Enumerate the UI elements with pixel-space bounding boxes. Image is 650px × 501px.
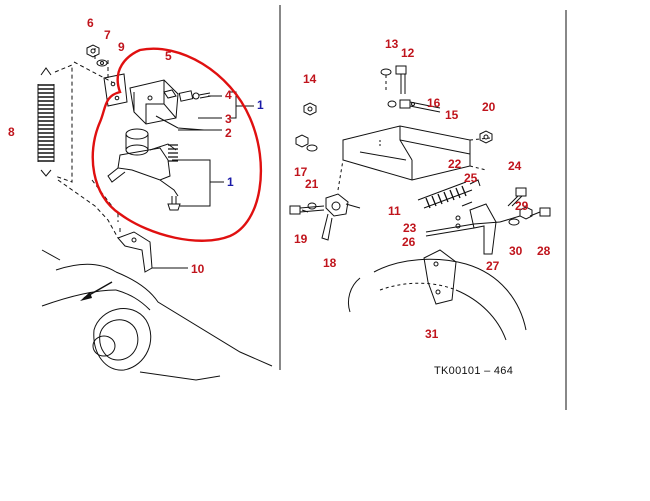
callout-27: 27 <box>486 259 500 273</box>
bracket-5 <box>129 79 212 125</box>
bracket-10 <box>117 231 188 273</box>
callout-14: 14 <box>303 72 317 86</box>
arrow-icon <box>80 281 113 301</box>
callout-2: 2 <box>225 126 232 140</box>
callout-29: 29 <box>515 199 529 213</box>
lever-18 <box>321 193 361 241</box>
callout-28: 28 <box>537 244 551 258</box>
washers-17 <box>295 134 318 152</box>
callout-17: 17 <box>294 165 308 179</box>
callout-6: 6 <box>87 16 94 30</box>
bolt-28 <box>529 207 551 217</box>
bracket-31 <box>423 249 457 305</box>
bolt-12-13 <box>380 65 407 94</box>
callout-1-circle: 1 <box>227 175 234 189</box>
callout-5: 5 <box>165 49 172 63</box>
callout-24: 24 <box>508 159 522 173</box>
bolt-19 <box>289 205 325 215</box>
callout-22: 22 <box>448 157 462 171</box>
washer-21 <box>307 202 317 210</box>
callout-26: 26 <box>402 235 416 249</box>
nut-29-30 <box>508 206 533 226</box>
callout-16: 16 <box>427 96 441 110</box>
main-bracket <box>337 125 491 191</box>
nut-20 <box>479 130 493 144</box>
washer-7 <box>96 59 108 67</box>
nut-14 <box>303 102 317 116</box>
callout-18: 18 <box>323 256 337 270</box>
leaders-2-3-4 <box>172 91 254 207</box>
rod-assembly <box>425 201 521 255</box>
lever-assembly <box>107 128 181 211</box>
callout-10: 10 <box>191 262 205 276</box>
axle-housing-right <box>347 258 527 341</box>
callout-21: 21 <box>305 177 319 191</box>
callout-1-top: 1 <box>257 98 264 112</box>
drawing-code: TK00101 – 464 <box>434 365 514 377</box>
bolt-15-16 <box>387 99 441 113</box>
callout-20: 20 <box>482 100 496 114</box>
tension-spring <box>37 67 55 177</box>
highlight-circle <box>91 47 263 242</box>
nut-6 <box>86 44 100 58</box>
spring-22 <box>417 179 481 209</box>
callout-23: 23 <box>403 221 417 235</box>
callout-11: 11 <box>388 204 401 218</box>
axle-housing <box>41 249 273 381</box>
callout-25: 25 <box>464 171 478 185</box>
callout-3: 3 <box>225 112 232 126</box>
callout-9: 9 <box>118 40 125 54</box>
callout-15: 15 <box>445 108 459 122</box>
callout-19: 19 <box>294 232 308 246</box>
callout-12: 12 <box>401 46 415 60</box>
callout-8: 8 <box>8 125 15 139</box>
callout-31: 31 <box>425 327 439 341</box>
bolt-24 <box>507 187 527 207</box>
callout-7: 7 <box>104 28 111 42</box>
callout-30: 30 <box>509 244 523 258</box>
callout-13: 13 <box>385 37 399 51</box>
shaft <box>155 115 205 131</box>
callout-4: 4 <box>225 88 232 102</box>
